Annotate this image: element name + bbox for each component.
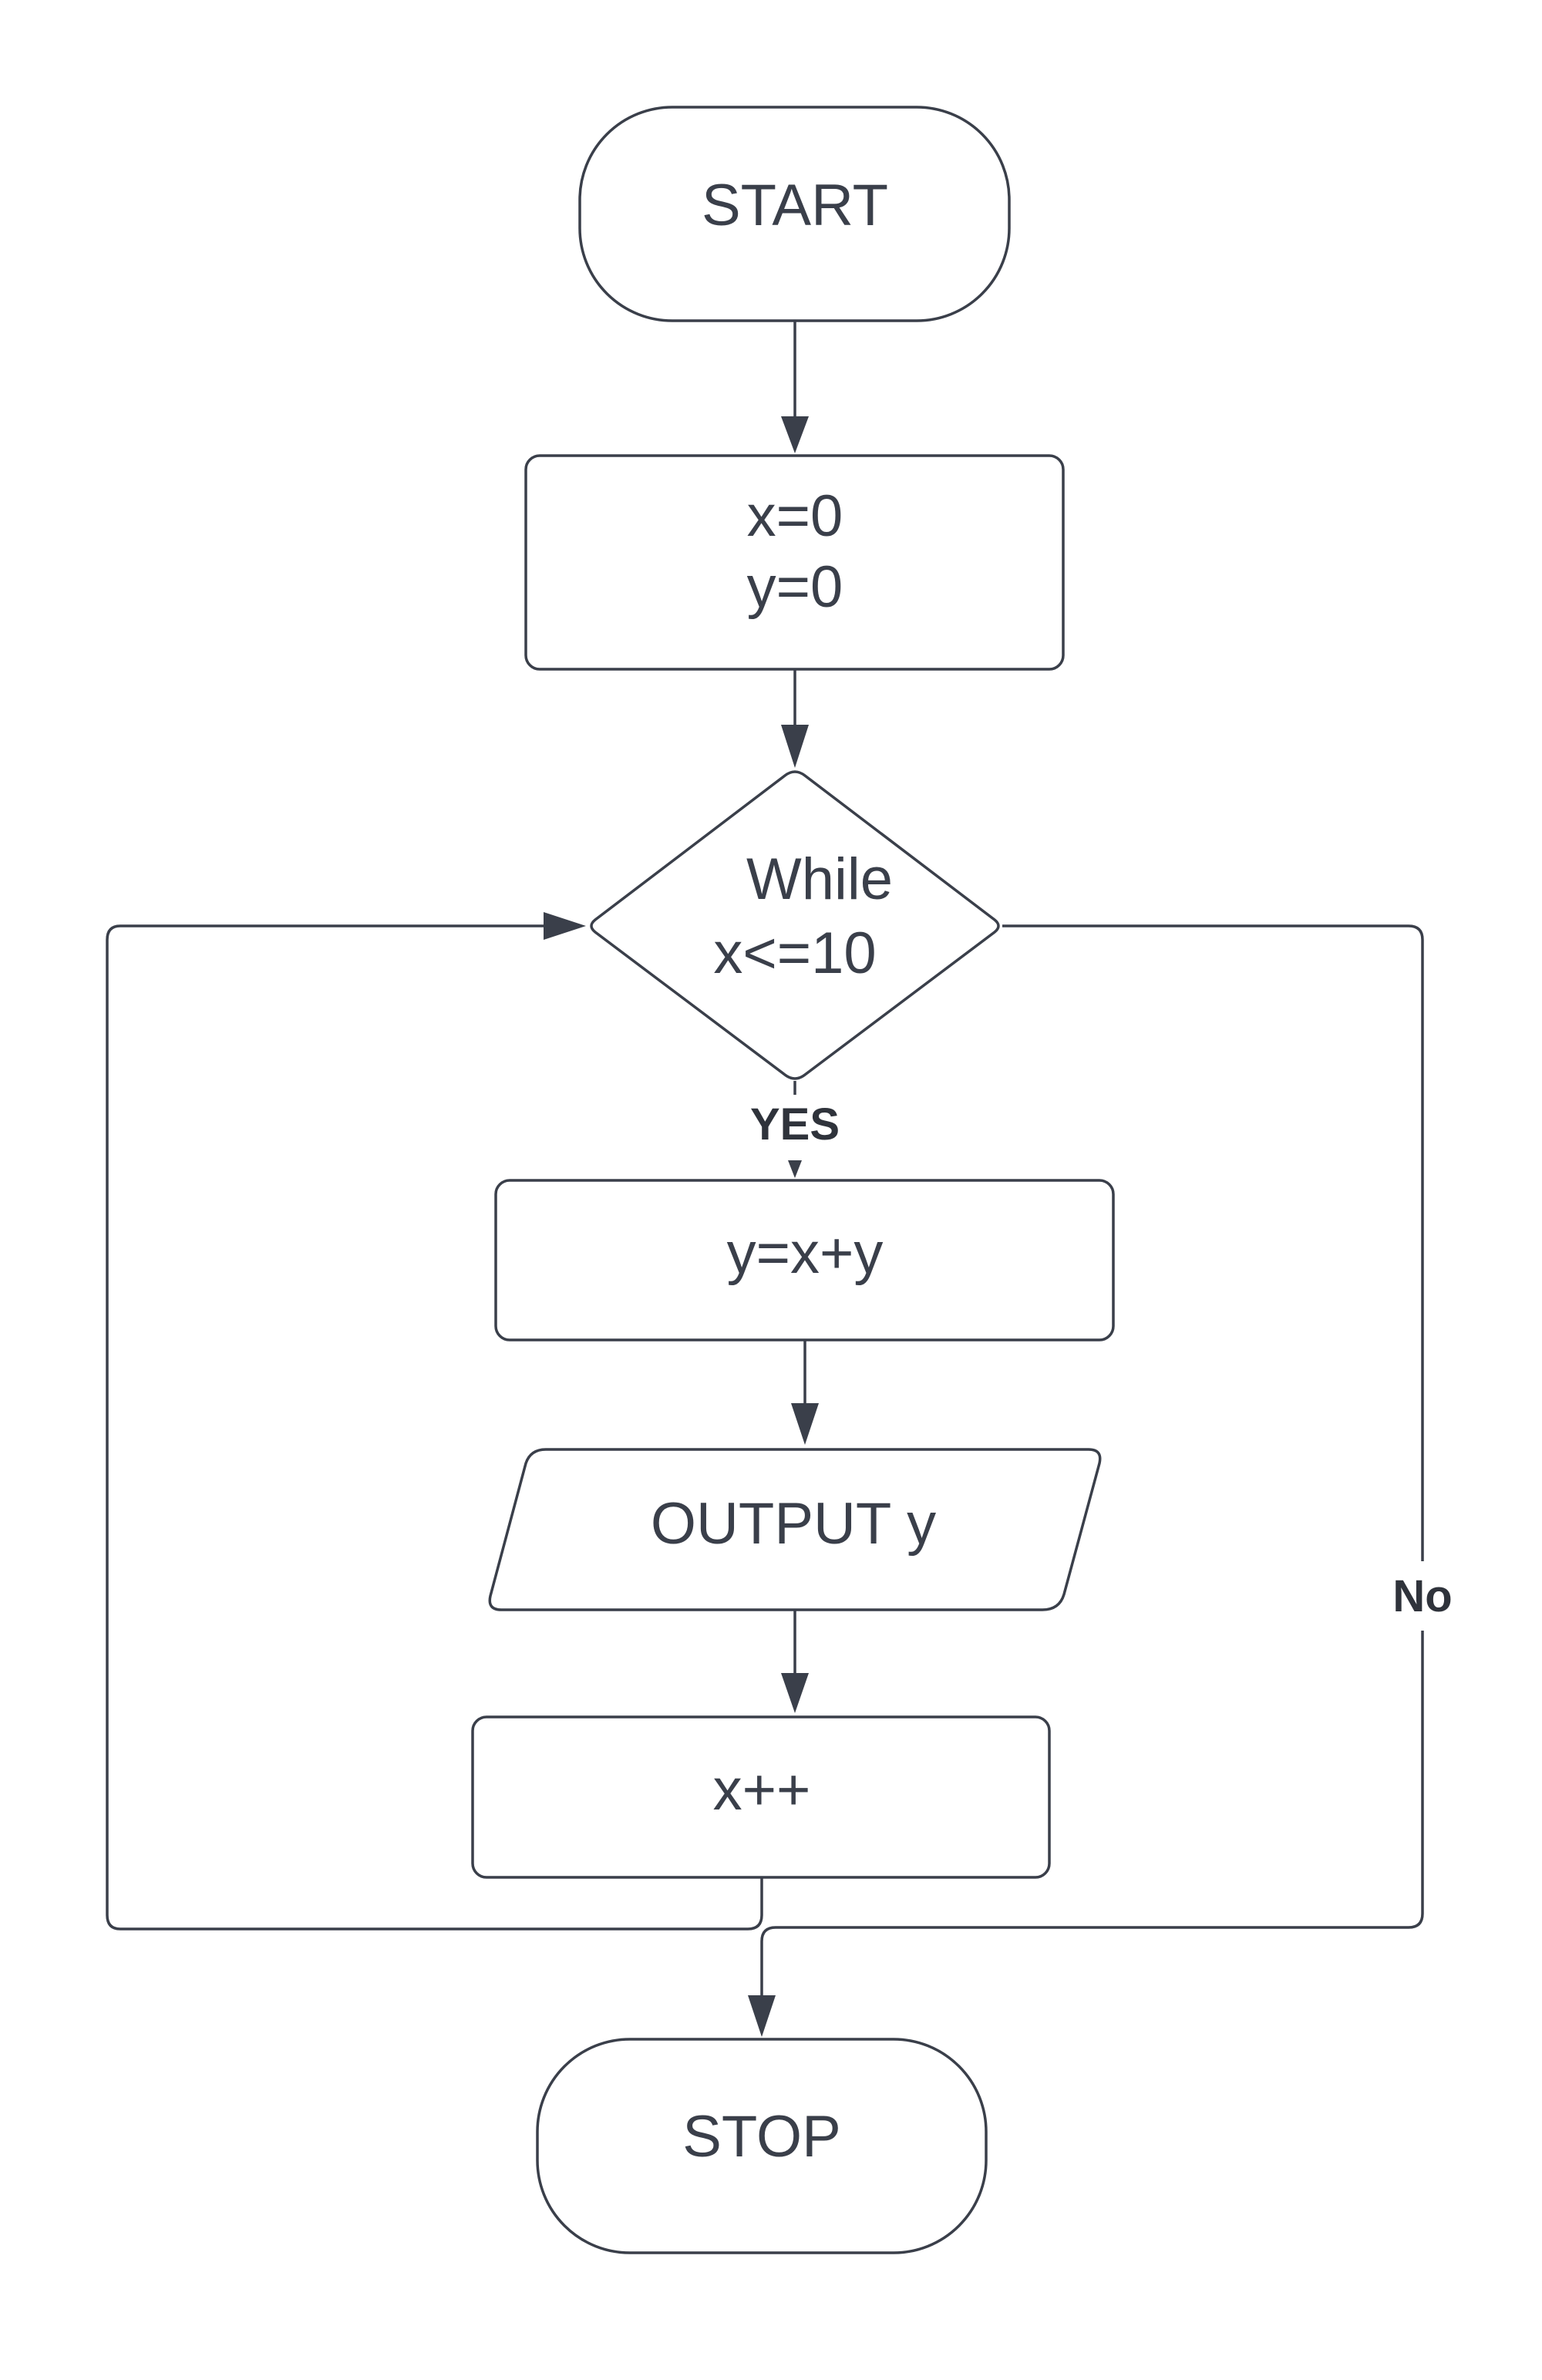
yes-edge-label: YES bbox=[750, 1099, 840, 1150]
no-edge-label-background bbox=[1388, 1561, 1457, 1631]
connectors bbox=[106, 321, 1424, 2037]
edge-labels: YES No bbox=[750, 1099, 1457, 1631]
compute-process-shape bbox=[494, 1179, 1115, 1341]
arrowhead-compute bbox=[788, 1160, 802, 1178]
condition-label-line-2: x<=10 bbox=[713, 921, 876, 986]
condition-decision-shape bbox=[590, 770, 1000, 1080]
arrowhead-increment bbox=[781, 1673, 809, 1713]
arrowhead-output bbox=[791, 1403, 819, 1445]
init-label-line-1: x=0 bbox=[747, 483, 843, 549]
connector-loop-back bbox=[106, 924, 763, 1931]
node-start: START bbox=[578, 106, 1011, 322]
arrowhead-condition bbox=[781, 725, 809, 768]
output-label: OUTPUT y bbox=[651, 1491, 936, 1557]
start-label: START bbox=[702, 173, 888, 238]
stop-label: STOP bbox=[682, 2104, 841, 2170]
increment-label: x++ bbox=[713, 1757, 811, 1823]
output-parallelogram-shape bbox=[488, 1448, 1102, 1611]
arrowhead-stop bbox=[748, 1995, 776, 2037]
increment-process-shape bbox=[471, 1715, 1051, 1879]
node-increment: x++ bbox=[471, 1715, 1051, 1879]
node-stop: STOP bbox=[536, 2038, 988, 2254]
compute-label: y=x+y bbox=[727, 1220, 884, 1286]
init-label-line-2: y=0 bbox=[747, 554, 843, 620]
condition-label-line-1: While bbox=[746, 847, 893, 912]
arrowhead-loop-back bbox=[544, 912, 586, 940]
node-init: x=0 y=0 bbox=[524, 454, 1065, 671]
node-condition: While x<=10 bbox=[590, 770, 1000, 1080]
node-compute: y=x+y bbox=[494, 1179, 1115, 1341]
no-edge-label: No bbox=[1392, 1571, 1452, 1621]
start-terminator-shape bbox=[578, 106, 1011, 322]
arrowhead-init bbox=[781, 416, 809, 453]
node-output: OUTPUT y bbox=[488, 1448, 1102, 1611]
init-process-shape bbox=[524, 454, 1065, 671]
stop-terminator-shape bbox=[536, 2038, 988, 2254]
connector-no-exit bbox=[760, 924, 1424, 2001]
